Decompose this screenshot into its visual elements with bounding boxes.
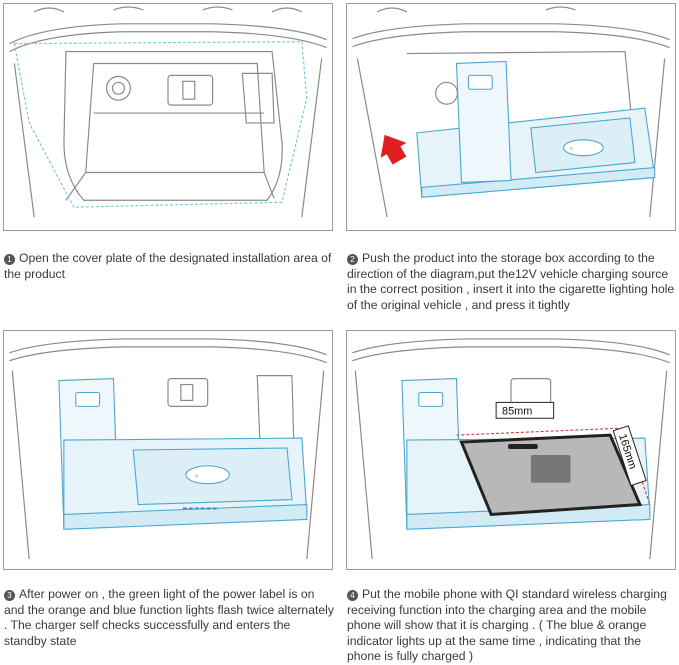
dimension-lines	[456, 427, 651, 505]
step-2-illustration: Qi	[346, 3, 676, 231]
phone-coil	[530, 454, 571, 483]
red-arrow-icon	[380, 134, 407, 165]
step-4-text: Put the mobile phone with QI standard wi…	[347, 587, 667, 663]
charger-logo-text-3: Qi	[195, 474, 199, 478]
step-1-illustration	[3, 3, 333, 231]
step-4-diagram: 85mm 165mm	[352, 338, 670, 560]
charger-logo-text: Qi	[569, 147, 573, 151]
step-4-number: 4	[347, 590, 358, 601]
step-4-illustration: 85mm 165mm	[346, 330, 676, 570]
step-2-text: Push the product into the storage box ac…	[347, 251, 675, 312]
step-3-diagram: Qi	[9, 338, 327, 560]
step-3-text: After power on , the green light of the …	[4, 587, 334, 648]
step-3-number: 3	[4, 590, 15, 601]
phone-camera	[508, 444, 538, 450]
width-dimension-label: 85mm	[502, 405, 532, 417]
step-1-number: 1	[4, 254, 15, 265]
step-3-illustration: Qi	[3, 330, 333, 570]
step-2-diagram: Qi	[352, 6, 670, 218]
step-1-diagram	[9, 6, 327, 218]
step-1-text: Open the cover plate of the designated i…	[4, 251, 332, 281]
indicator-lights	[182, 507, 217, 510]
height-label-box	[612, 425, 647, 487]
step-2-number: 2	[347, 254, 358, 265]
width-label-box	[495, 401, 555, 419]
